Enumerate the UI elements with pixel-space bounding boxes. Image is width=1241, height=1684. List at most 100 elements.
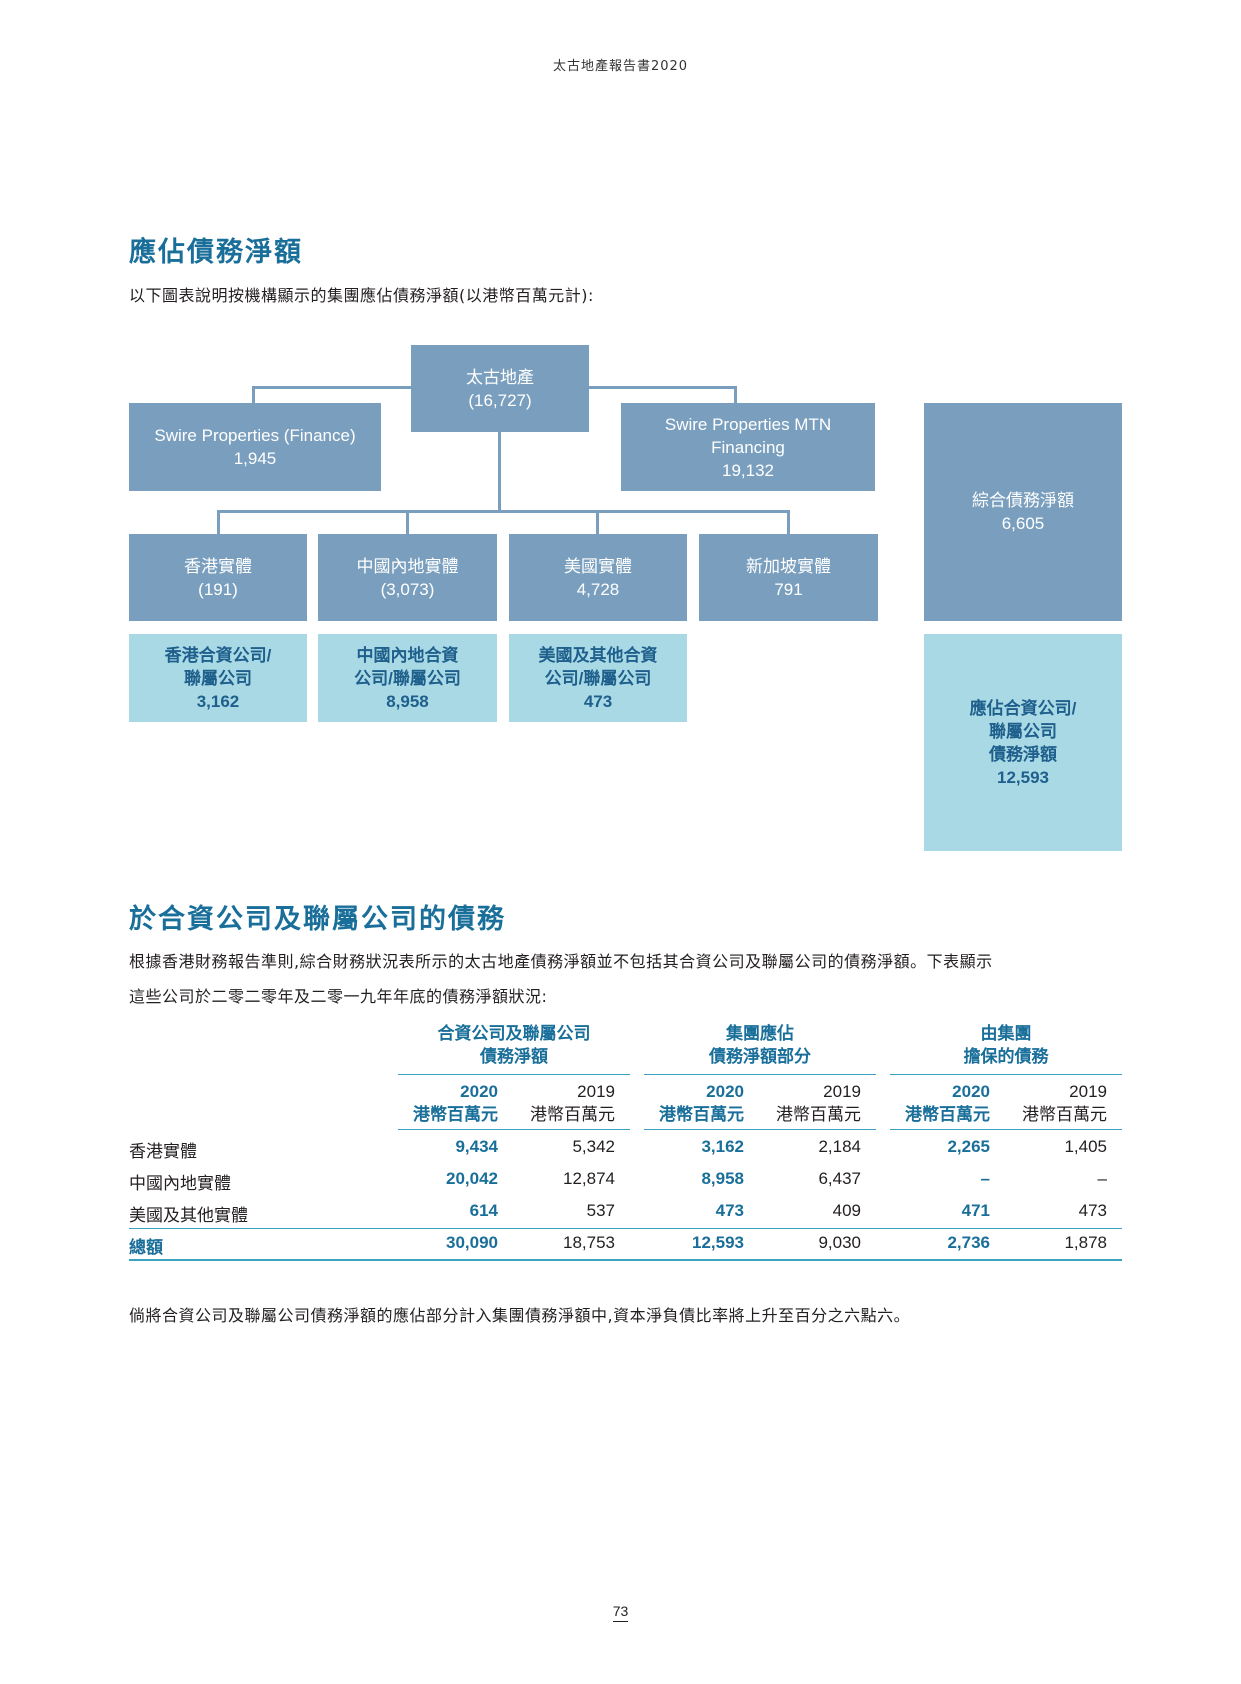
cell: 471 [961,1201,990,1220]
box-label: 公司/聯屬公司 [354,668,461,688]
cell: 12,874 [563,1169,615,1188]
box-mtn-financing: Swire Properties MTN Financing 19,132 [621,403,875,491]
col-unit: 港幣百萬元 [530,1105,615,1124]
connector-finance-drop [252,386,255,403]
box-label: 香港實體 [184,556,252,576]
total-top-rule [129,1228,1122,1229]
col-year: 2020 [460,1082,498,1101]
group-rule [890,1074,1122,1075]
group-header-line: 集團應佔 [726,1024,794,1044]
cell: 1,405 [1064,1137,1107,1156]
subheader-rule [644,1129,876,1130]
box-entity-sg: 新加坡實體 791 [699,534,878,621]
col-year: 2020 [952,1082,990,1101]
connector-drop-hk [217,510,220,534]
box-swire-properties: 太古地產 (16,727) [411,345,589,432]
box-value: 1,945 [233,449,277,468]
box-label: Financing [711,437,785,457]
cell: 6,437 [818,1169,861,1188]
box-label: 聯屬公司 [184,668,252,688]
box-value: 19,132 [722,460,774,480]
connector-entity-horizontal [217,510,790,513]
group-header-line: 由集團 [980,1024,1032,1044]
gearing-note: 倘將合資公司及聯屬公司債務淨額的應佔部分計入集團債務淨額中,資本淨負債比率將上升… [129,1306,911,1325]
group-header-jv-net-debt: 合資公司及聯屬公司 債務淨額 [398,1023,630,1069]
page-number-wrap: 73 [0,1603,1241,1622]
section-intro: 以下圖表說明按機構顯示的集團應佔債務淨額(以港幣百萬元計): [129,286,594,305]
cell: 537 [586,1201,615,1220]
box-value: 4,728 [576,579,620,599]
cell: 30,090 [446,1233,498,1252]
box-label: 美國實體 [564,556,632,576]
box-entity-us: 美國實體 4,728 [509,534,687,621]
section2-paragraph-line2: 這些公司於二零二零年及二零一九年年底的債務淨額狀況: [129,987,548,1006]
box-label: Swire Properties (Finance) [154,426,356,445]
cell: 473 [715,1201,744,1220]
col-year: 2019 [1069,1082,1107,1101]
cell: – [980,1169,990,1188]
col-unit: 港幣百萬元 [905,1105,990,1124]
col-unit: 港幣百萬元 [1022,1105,1107,1124]
box-entity-hk: 香港實體 (191) [129,534,307,621]
col-unit: 港幣百萬元 [659,1105,744,1124]
col-year: 2019 [823,1082,861,1101]
row-label-prc: 中國內地實體 [129,1174,231,1193]
section2-paragraph-line1: 根據香港財務報告準則,綜合財務狀況表所示的太古地產債務淨額並不包括其合資公司及聯… [129,952,993,971]
box-value: 791 [774,579,803,599]
col-year: 2019 [577,1082,615,1101]
row-label-us: 美國及其他實體 [129,1206,248,1225]
cell: 409 [832,1201,861,1220]
subheader-rule [890,1129,1122,1130]
cell: 2,265 [947,1137,990,1156]
group-header-group-share: 集團應佔 債務淨額部分 [644,1023,876,1069]
box-value: 3,162 [196,691,240,711]
cell: 2,736 [947,1233,990,1252]
box-jv-us: 美國及其他合資 公司/聯屬公司 473 [509,634,687,722]
col-header-guarantee-2019: 2019 港幣百萬元 [1007,1080,1107,1126]
box-label: 公司/聯屬公司 [544,668,652,688]
box-label: 新加坡實體 [746,556,831,576]
group-header-line: 合資公司及聯屬公司 [437,1024,591,1044]
connector-mtn-drop [734,386,737,403]
group-header-line: 擔保的債務 [963,1047,1049,1067]
box-label: 綜合債務淨額 [972,491,1074,510]
box-label: 應佔合資公司/ [969,698,1077,718]
cell: 614 [469,1201,498,1220]
box-consolidated-net-debt: 綜合債務淨額 6,605 [924,403,1122,621]
box-label: 香港合資公司/ [164,645,272,665]
box-value: 8,958 [386,691,429,711]
cell: 20,042 [446,1169,498,1188]
group-header-guaranteed-debt: 由集團 擔保的債務 [890,1023,1122,1069]
connector-trunk [498,430,501,513]
cell: 8,958 [701,1169,744,1188]
box-label: 太古地產 [466,367,534,387]
col-unit: 港幣百萬元 [776,1105,861,1124]
cell: 2,184 [818,1137,861,1156]
connector-drop-prc [406,510,409,534]
box-label: Swire Properties MTN [664,414,832,434]
cell: 473 [1078,1201,1107,1220]
box-jv-hk: 香港合資公司/ 聯屬公司 3,162 [129,634,307,722]
section-title-attributable-net-debt: 應佔債務淨額 [129,237,303,268]
cell: – [1097,1169,1107,1188]
subheader-rule [398,1129,630,1130]
box-jv-prc: 中國內地合資 公司/聯屬公司 8,958 [318,634,497,722]
box-value: 12,593 [997,767,1049,787]
col-unit: 港幣百萬元 [413,1105,498,1124]
box-value: (3,073) [380,579,435,599]
col-header-guarantee-2020: 2020 港幣百萬元 [890,1080,990,1126]
section-title-jv-debt: 於合資公司及聯屬公司的債務 [129,904,506,935]
box-value: 6,605 [1001,514,1045,533]
box-value: 473 [583,691,613,711]
box-label: 中國內地實體 [356,556,459,576]
box-attributable-jv-net-debt: 應佔合資公司/ 聯屬公司 債務淨額 12,593 [924,634,1122,851]
group-rule [398,1074,630,1075]
cell: 9,434 [455,1137,498,1156]
col-header-jv-2020: 2020 港幣百萬元 [398,1080,498,1126]
group-header-line: 債務淨額部分 [709,1047,811,1067]
cell: 9,030 [818,1233,861,1252]
group-header-line: 債務淨額 [480,1047,548,1067]
box-entity-prc: 中國內地實體 (3,073) [318,534,497,621]
page-number: 73 [612,1603,629,1622]
box-label: 中國內地合資 [356,645,459,665]
